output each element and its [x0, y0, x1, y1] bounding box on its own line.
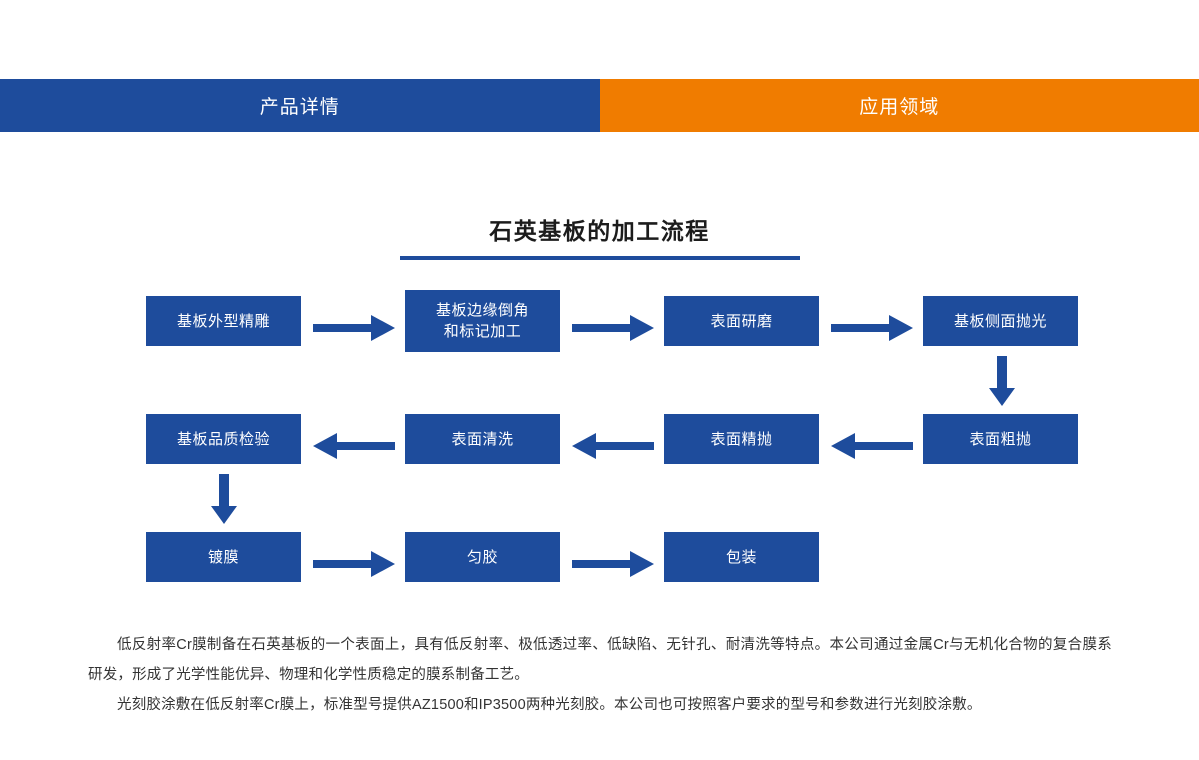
- flow-node-label: 基板品质检验: [176, 430, 270, 448]
- flow-node-label: 表面粗抛: [969, 430, 1032, 448]
- flow-node-fine-polishing: 表面精抛: [664, 414, 819, 464]
- flow-connector-row-2-3: [0, 464, 1199, 532]
- arrow-right-icon: [313, 315, 395, 341]
- arrow-right-icon: [572, 315, 654, 341]
- flow-node-quality-inspection: 基板品质检验: [146, 414, 301, 464]
- arrow-left-icon: [572, 433, 654, 459]
- tab-bar: 产品详情 应用领域: [0, 79, 1199, 132]
- arrow-left-icon: [313, 433, 395, 459]
- flow-node-label: 镀膜: [207, 548, 239, 566]
- page-title: 石英基板的加工流程: [489, 218, 710, 244]
- flow-node-substrate-carving: 基板外型精雕: [146, 296, 301, 346]
- flow-node-surface-grinding: 表面研磨: [664, 296, 819, 346]
- flow-row-2: 基板品质检验 表面清洗 表面精抛 表面粗抛: [0, 414, 1199, 464]
- flow-node-packaging: 包装: [664, 532, 819, 582]
- arrow-right-icon: [572, 551, 654, 577]
- flow-node-label: 包装: [725, 548, 757, 566]
- arrow-left-icon: [831, 433, 913, 459]
- section-title-block: 石英基板的加工流程: [0, 214, 1199, 260]
- arrow-down-icon: [989, 356, 1015, 406]
- arrow-right-icon: [831, 315, 913, 341]
- flow-node-label: 基板外型精雕: [176, 312, 270, 330]
- tab-application-fields[interactable]: 应用领域: [599, 79, 1199, 132]
- flow-node-coating: 镀膜: [146, 532, 301, 582]
- flow-connector-row-1-2: [0, 346, 1199, 414]
- arrow-down-icon: [211, 474, 237, 524]
- flow-node-surface-cleaning: 表面清洗: [405, 414, 560, 464]
- process-flowchart: 基板外型精雕 基板边缘倒角 和标记加工 表面研磨: [0, 290, 1199, 582]
- flow-node-label: 表面清洗: [451, 430, 514, 448]
- flow-node-label-line1: 基板边缘倒角: [435, 302, 529, 319]
- flow-node-side-polishing: 基板侧面抛光: [923, 296, 1078, 346]
- paragraph-cr-film: 低反射率Cr膜制备在石英基板的一个表面上，具有低反射率、极低透过率、低缺陷、无针…: [88, 637, 1112, 683]
- flow-node-label: 基板边缘倒角 和标记加工: [436, 300, 529, 342]
- flow-node-label: 匀胶: [466, 548, 498, 566]
- title-underline-rule: [399, 256, 800, 260]
- tab-product-details[interactable]: 产品详情: [0, 79, 600, 132]
- arrow-right-icon: [313, 551, 395, 577]
- flow-node-edge-chamfer-marking: 基板边缘倒角 和标记加工: [405, 290, 560, 352]
- paragraph-photoresist: 光刻胶涂敷在低反射率Cr膜上，标准型号提供AZ1500和IP3500两种光刻胶。…: [117, 697, 982, 713]
- flow-node-label: 表面精抛: [710, 430, 773, 448]
- flow-node-resist-coating: 匀胶: [405, 532, 560, 582]
- flow-node-label: 基板侧面抛光: [953, 312, 1047, 330]
- flow-node-rough-polishing: 表面粗抛: [923, 414, 1078, 464]
- flow-node-label: 表面研磨: [710, 312, 773, 330]
- flow-row-1: 基板外型精雕 基板边缘倒角 和标记加工 表面研磨: [0, 290, 1199, 352]
- flow-row-3: 镀膜 匀胶 包装: [0, 532, 1199, 582]
- flow-node-label-line2: 和标记加工: [443, 323, 522, 340]
- description-block: 低反射率Cr膜制备在石英基板的一个表面上，具有低反射率、极低透过率、低缺陷、无针…: [88, 630, 1112, 720]
